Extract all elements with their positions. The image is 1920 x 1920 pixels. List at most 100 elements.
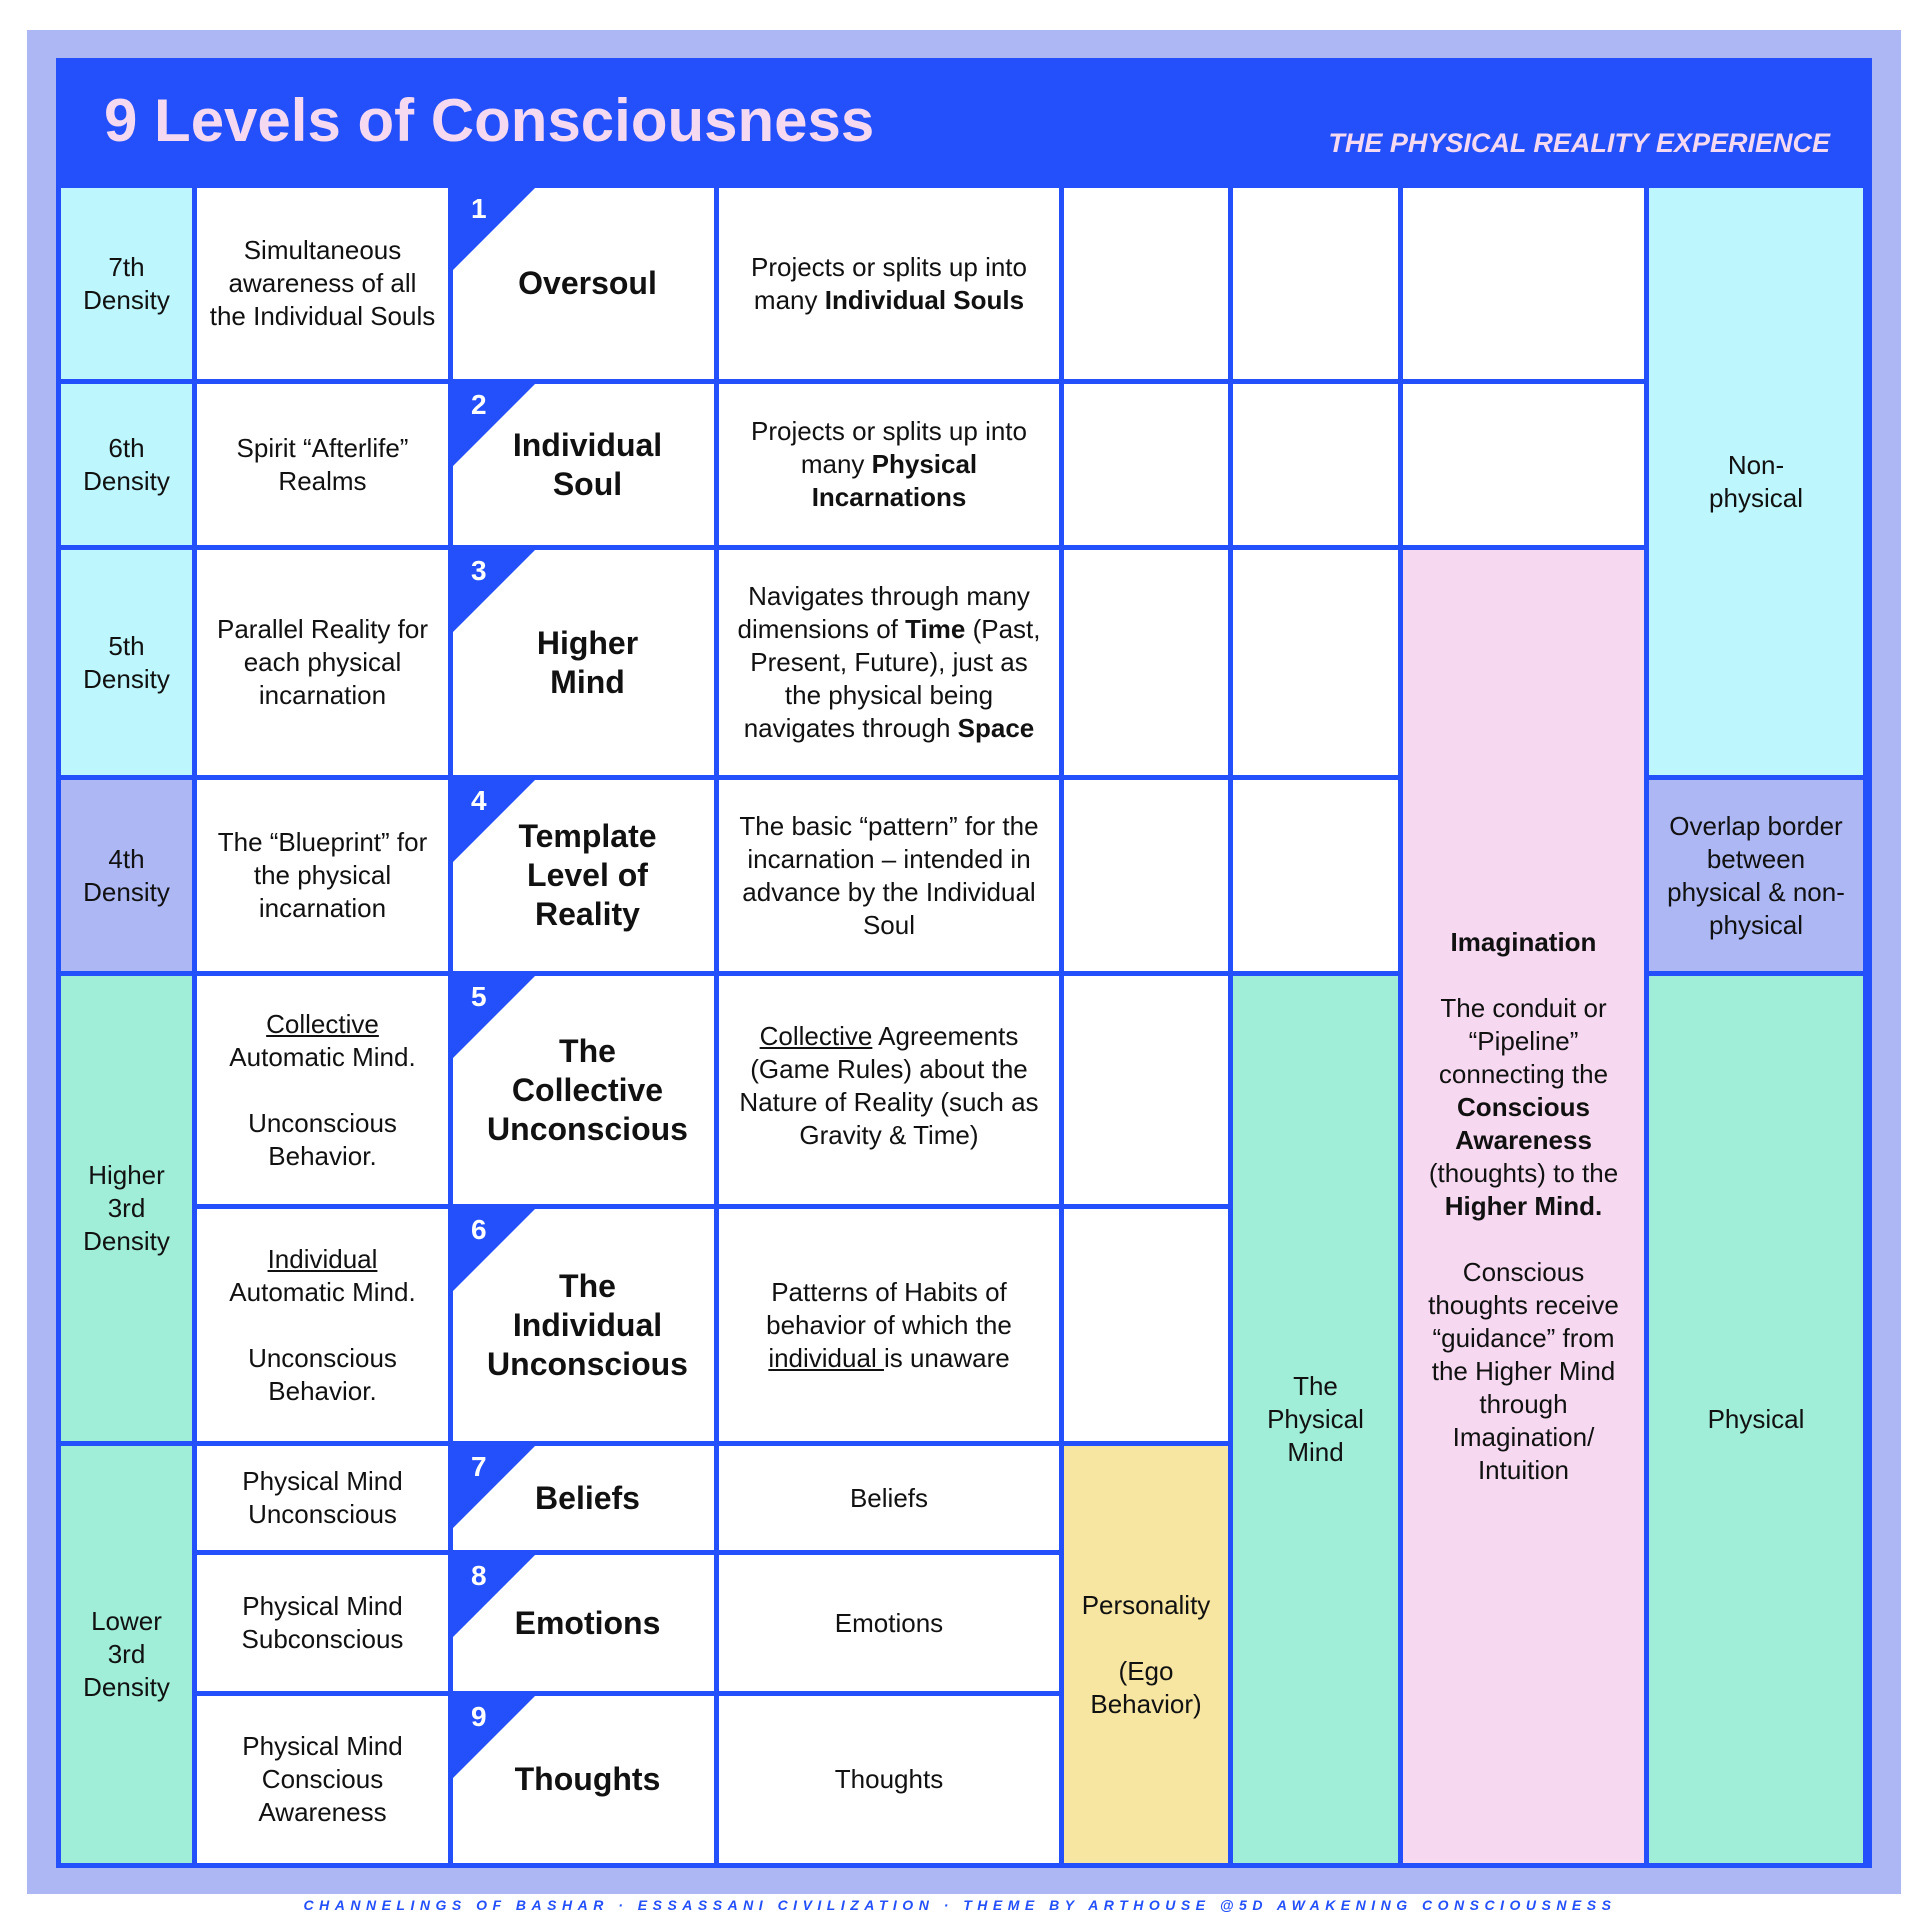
density-4th: 4th Density bbox=[61, 780, 192, 971]
level-number: 9 bbox=[471, 1701, 487, 1732]
level-8-emotions: 8 Emotions bbox=[453, 1555, 714, 1691]
realm-level-1: Simultaneous awareness of all the Indivi… bbox=[197, 188, 448, 379]
level-name: Thoughts bbox=[514, 1761, 661, 1797]
density-7th: 7th Density bbox=[61, 188, 192, 379]
level-badge-corner bbox=[453, 1555, 535, 1637]
empty-cell bbox=[1064, 780, 1228, 971]
description-bold: Physical Incarnations bbox=[811, 449, 978, 512]
level-badge-corner bbox=[453, 1446, 535, 1528]
density-6th: 6th Density bbox=[61, 384, 192, 545]
imagination-text: (thoughts) to the bbox=[1428, 1158, 1619, 1188]
imagination-title: Imagination bbox=[1450, 927, 1597, 957]
realm-level-4: The “Blueprint” for the physical incarna… bbox=[197, 780, 448, 971]
level-4-template: 4 Template Level of Reality bbox=[453, 780, 714, 971]
level-5-collective-unconscious: 5 The Collective Unconscious bbox=[453, 976, 714, 1204]
overlap-border-span: Overlap border between physical & non-ph… bbox=[1649, 780, 1863, 971]
realm-level-5-text: Automatic Mind. bbox=[229, 1041, 416, 1072]
description-level-8: Emotions bbox=[719, 1555, 1059, 1691]
level-name: Template Level of Reality bbox=[518, 818, 657, 932]
description-text: Navigates through many dimensions of bbox=[737, 581, 1030, 644]
header-bar: 9 Levels of Consciousness THE PHYSICAL R… bbox=[56, 58, 1872, 184]
level-name: Oversoul bbox=[518, 265, 657, 301]
level-3-higher-mind: 3 Higher Mind bbox=[453, 550, 714, 775]
description-text: is unaware bbox=[883, 1342, 1010, 1373]
level-badge-corner bbox=[453, 384, 535, 466]
non-physical-span: Non- physical bbox=[1649, 188, 1863, 775]
realm-level-5-behavior: Unconscious Behavior. bbox=[248, 1107, 397, 1171]
description-level-3: Navigates through many dimensions of Tim… bbox=[719, 550, 1059, 775]
footer-credits: CHANNELINGS OF BASHAR · ESSASSANI CIVILI… bbox=[303, 1897, 1617, 1913]
level-number: 4 bbox=[471, 785, 487, 816]
level-name: Higher Mind bbox=[536, 624, 639, 700]
level-number: 6 bbox=[471, 1214, 487, 1245]
level-number: 8 bbox=[471, 1560, 487, 1591]
realm-level-5-underlined: Collective bbox=[266, 1008, 379, 1039]
description-bold: Individual Souls bbox=[824, 284, 1025, 315]
level-number: 7 bbox=[471, 1451, 487, 1482]
realm-level-6-behavior: Unconscious Behavior. bbox=[248, 1342, 397, 1406]
imagination-text: The conduit or “Pipeline” connecting the bbox=[1438, 993, 1609, 1089]
realm-level-2: Spirit “Afterlife” Realms bbox=[197, 384, 448, 545]
description-level-7: Beliefs bbox=[719, 1446, 1059, 1550]
level-badge-corner bbox=[453, 1209, 535, 1291]
realm-level-5: Collective Automatic Mind. Unconscious Be… bbox=[197, 976, 448, 1204]
empty-cell bbox=[1233, 188, 1398, 379]
level-badge-corner bbox=[453, 780, 535, 862]
level-number: 2 bbox=[471, 389, 487, 420]
physical-mind-span: The Physical Mind bbox=[1233, 976, 1398, 1863]
imagination-bold-higher-mind: Higher Mind. bbox=[1444, 1191, 1603, 1221]
density-higher-3rd: Higher 3rd Density bbox=[61, 976, 192, 1441]
realm-level-9: Physical Mind Conscious Awareness bbox=[197, 1696, 448, 1863]
description-text: Projects or splits up into many bbox=[750, 251, 1027, 315]
level-2-individual-soul: 2 Individual Soul bbox=[453, 384, 714, 545]
description-level-6: Patterns of Habits of behavior of which … bbox=[719, 1209, 1059, 1441]
level-badge-corner bbox=[453, 550, 535, 632]
empty-cell bbox=[1233, 550, 1398, 775]
empty-cell bbox=[1403, 188, 1644, 379]
empty-cell bbox=[1064, 188, 1228, 379]
page-title: 9 Levels of Consciousness bbox=[104, 87, 875, 154]
empty-cell bbox=[1064, 976, 1228, 1204]
level-badge-corner bbox=[453, 1696, 535, 1778]
level-name: The Collective Unconscious bbox=[487, 1032, 688, 1147]
empty-cell bbox=[1403, 384, 1644, 545]
realm-level-7: Physical Mind Unconscious bbox=[197, 1446, 448, 1550]
level-number: 3 bbox=[471, 555, 487, 586]
realm-level-6: Individual Automatic Mind. Unconscious Be… bbox=[197, 1209, 448, 1441]
level-number: 1 bbox=[471, 193, 487, 224]
empty-cell bbox=[1233, 384, 1398, 545]
level-name: Individual Soul bbox=[512, 426, 663, 502]
realm-level-6-underlined: Individual bbox=[267, 1243, 378, 1274]
description-level-2: Projects or splits up into many Physical… bbox=[719, 384, 1059, 545]
empty-cell bbox=[1064, 550, 1228, 775]
level-9-thoughts: 9 Thoughts bbox=[453, 1696, 714, 1863]
imagination-bold-conscious: Conscious Awareness bbox=[1455, 1092, 1592, 1155]
level-7-beliefs: 7 Beliefs bbox=[453, 1446, 714, 1550]
realm-level-3: Parallel Reality for each physical incar… bbox=[197, 550, 448, 775]
description-level-5: Collective Agreements (Game Rules) about… bbox=[719, 976, 1059, 1204]
level-badge-corner bbox=[453, 976, 535, 1058]
description-text: Projects or splits up into many bbox=[750, 416, 1027, 479]
empty-cell bbox=[1233, 780, 1398, 971]
level-name: Beliefs bbox=[535, 1479, 640, 1516]
description-text: Patterns of Habits of behavior of which … bbox=[766, 1276, 1012, 1340]
realm-level-8: Physical Mind Subconscious bbox=[197, 1555, 448, 1691]
realm-level-6-text: Automatic Mind. bbox=[229, 1276, 416, 1307]
description-bold-time: Time bbox=[905, 614, 966, 644]
description-text: Agreements (Game Rules) about the Nature… bbox=[739, 1021, 1039, 1150]
level-6-individual-unconscious: 6 The Individual Unconscious bbox=[453, 1209, 714, 1441]
level-name: The Individual Unconscious bbox=[487, 1267, 688, 1382]
personality-span: Personality (Ego Behavior) bbox=[1064, 1446, 1228, 1863]
level-1-oversoul: 1 Oversoul bbox=[453, 188, 714, 379]
imagination-span: Imagination The conduit or “Pipeline” co… bbox=[1403, 550, 1644, 1863]
level-badge-corner bbox=[453, 188, 535, 270]
description-underlined: Collective bbox=[759, 1021, 873, 1051]
imagination-guidance: Conscious thoughts receive “guidance” fr… bbox=[1428, 1257, 1619, 1485]
description-level-9: Thoughts bbox=[719, 1696, 1059, 1863]
empty-cell bbox=[1064, 1209, 1228, 1441]
description-bold-space: Space bbox=[957, 713, 1035, 743]
empty-cell bbox=[1064, 384, 1228, 545]
density-lower-3rd: Lower 3rd Density bbox=[61, 1446, 192, 1863]
level-name: Emotions bbox=[514, 1604, 661, 1641]
description-text: (Past, Present, Future), just as the phy… bbox=[743, 614, 1041, 743]
